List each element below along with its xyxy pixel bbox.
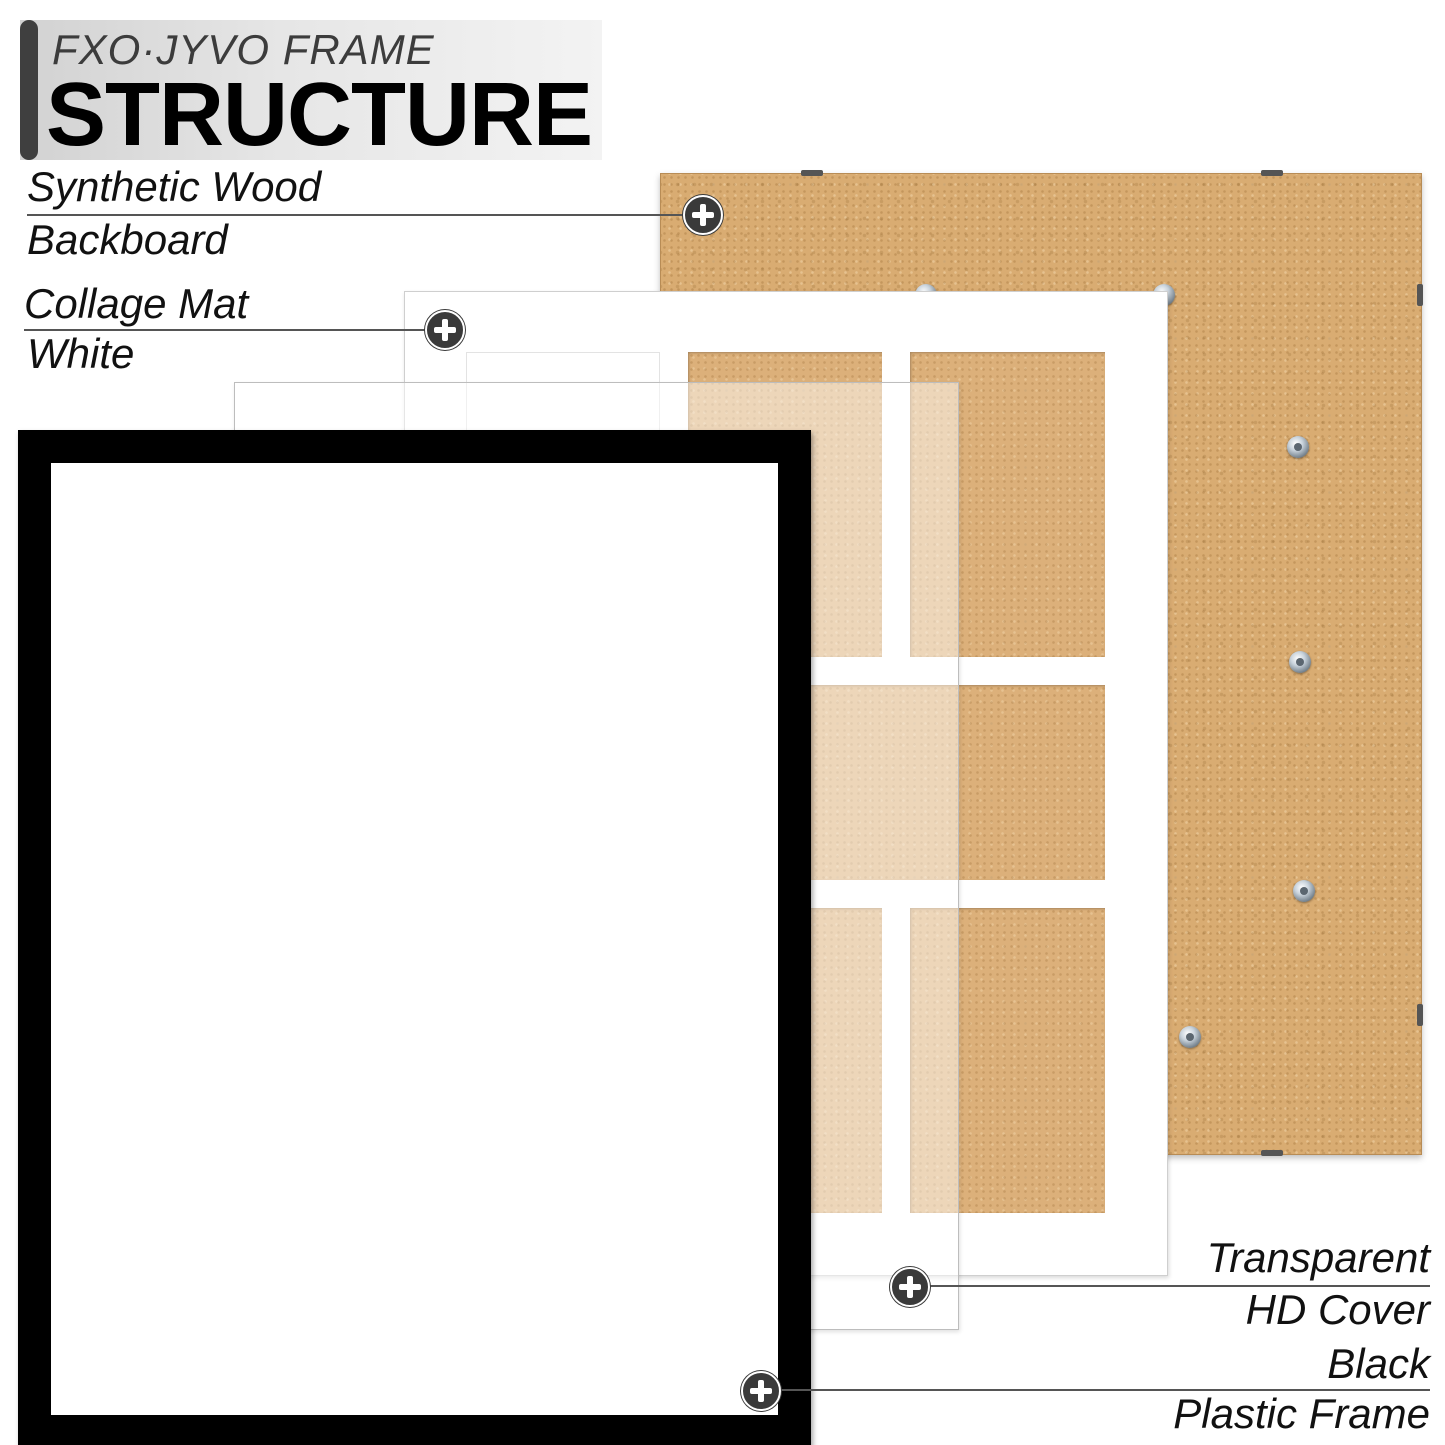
mat-window	[910, 908, 1105, 1213]
cover-label-line1: Transparent	[1206, 1234, 1430, 1281]
frame-label-line1: Black	[1327, 1340, 1430, 1387]
mat-window	[799, 685, 1105, 880]
brand-name: FXO·JYVO FRAME	[52, 26, 435, 73]
mat-window	[910, 352, 1105, 657]
header-accent-bar	[20, 20, 38, 160]
cover-label-line2: HD Cover	[1245, 1286, 1430, 1333]
screw-icon	[1289, 651, 1311, 673]
plus-circle-icon	[425, 310, 465, 350]
frame-label-line2: Plastic Frame	[1173, 1390, 1430, 1437]
header-banner: FXO·JYVO FRAME STRUCTURE	[20, 20, 602, 160]
backboard-label-line1: Synthetic Wood	[27, 163, 322, 210]
clip-icon	[1261, 170, 1283, 176]
screw-icon	[1179, 1026, 1201, 1048]
screw-icon	[1287, 436, 1309, 458]
clip-icon	[801, 170, 823, 176]
clip-icon	[1261, 1150, 1283, 1156]
cover-leader-line	[925, 1285, 1430, 1287]
frame-leader-line	[778, 1389, 1430, 1391]
clip-icon	[1417, 284, 1423, 306]
screw-icon	[1293, 880, 1315, 902]
mat-label-line2: White	[27, 330, 135, 377]
plus-circle-icon	[683, 195, 723, 235]
clip-icon	[1417, 1004, 1423, 1026]
page-title: STRUCTURE	[46, 65, 593, 165]
plus-circle-icon	[741, 1371, 781, 1411]
mat-label-line1: Collage Mat	[24, 280, 249, 327]
plus-circle-icon	[890, 1267, 930, 1307]
backboard-label-line2: Backboard	[27, 216, 228, 263]
backboard-leader-line	[27, 214, 687, 216]
black-frame-layer	[18, 430, 811, 1445]
mat-leader-line	[24, 329, 430, 331]
